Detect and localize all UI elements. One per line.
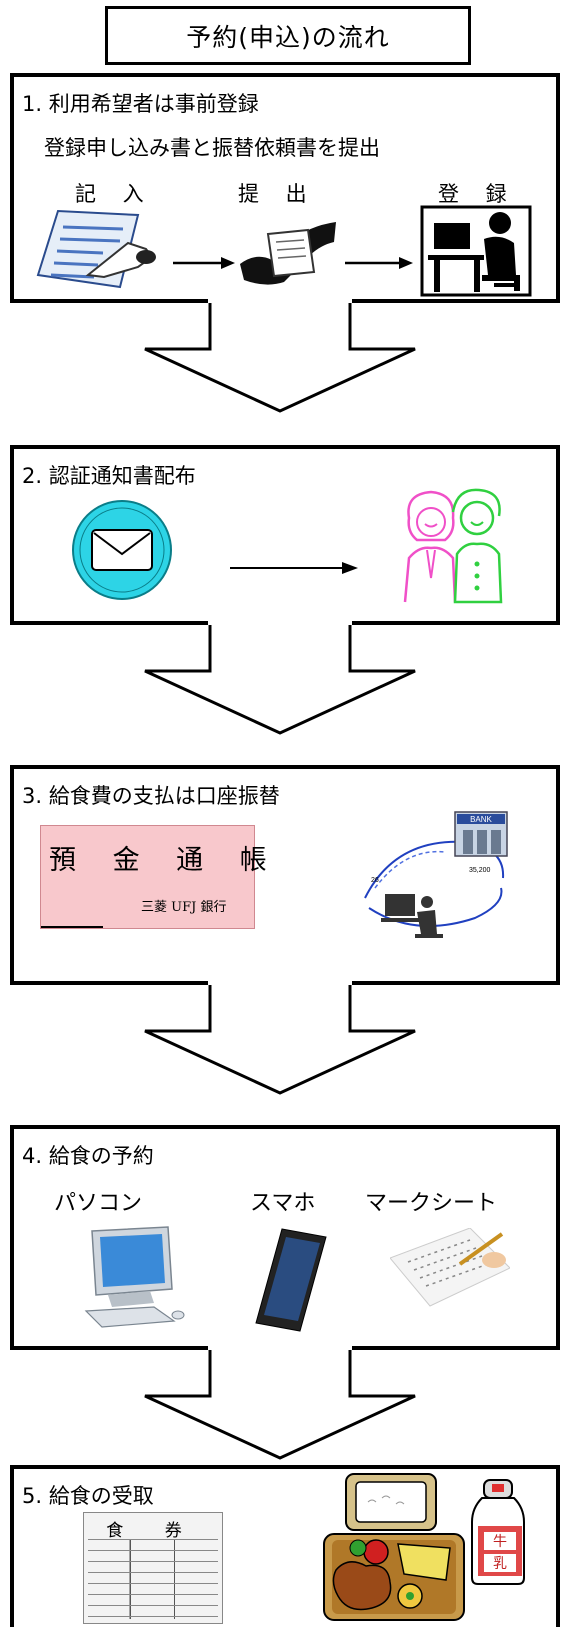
step-3-heading: 3. 給食費の支払は口座振替 [22,784,280,808]
milk-label-1: 牛 [493,1534,507,1550]
bankbook-bank-name: 三菱 UFJ 銀行 [141,900,227,915]
step-5-heading: 5. 給食の受取 [22,1484,154,1508]
school-lunch-icon [323,1473,465,1621]
down-arrow [144,981,416,1095]
online-banking-icon: BANK 26 35,200 [364,811,508,938]
arrow-icon [173,257,235,269]
handing-document-icon [240,222,336,285]
milk-bottle-icon: 牛 乳 [471,1479,525,1585]
down-arrow [144,621,416,735]
fill-in-label: 記 入 [75,182,154,206]
writing-document-icon [36,209,156,289]
bankbook-title: 預 金 通 帳 [49,845,281,876]
meal-ticket-title: 食 券 [106,1521,200,1541]
register-label: 登 録 [438,182,517,206]
meal-ticket-grid [88,1539,218,1619]
mark-sheet-icon [390,1228,510,1307]
divider [41,926,103,928]
computer-icon [84,1226,185,1328]
down-arrow [144,299,416,413]
bankbook: 預 金 通 帳 三菱 UFJ 銀行 [40,825,267,929]
couple-icon [403,488,503,604]
svg-text:26: 26 [371,877,379,884]
milk-label-2: 乳 [493,1556,507,1572]
smartphone-icon [255,1228,327,1332]
step-4-heading: 4. 給食の予約 [22,1144,154,1168]
arrow-icon [345,257,413,269]
pc-label: パソコン [54,1191,143,1216]
mark-sheet-label: マークシート [365,1191,498,1216]
arrow-icon [230,562,358,574]
step-1-subheading: 登録申し込み書と振替依頼書を提出 [44,136,380,160]
envelope-icon [72,500,172,600]
svg-text:35,200: 35,200 [469,867,491,874]
step-2-heading: 2. 認証通知書配布 [22,464,196,488]
flow-title: 予約(申込)の流れ [105,6,471,65]
down-arrow [144,1346,416,1460]
bank-sign: BANK [470,815,492,824]
step-1-heading: 1. 利用希望者は事前登録 [22,92,259,116]
person-at-desk-icon [420,205,532,297]
submit-label: 提 出 [238,182,317,206]
smartphone-label: スマホ [250,1191,316,1216]
meal-ticket: 食 券 [83,1512,223,1624]
